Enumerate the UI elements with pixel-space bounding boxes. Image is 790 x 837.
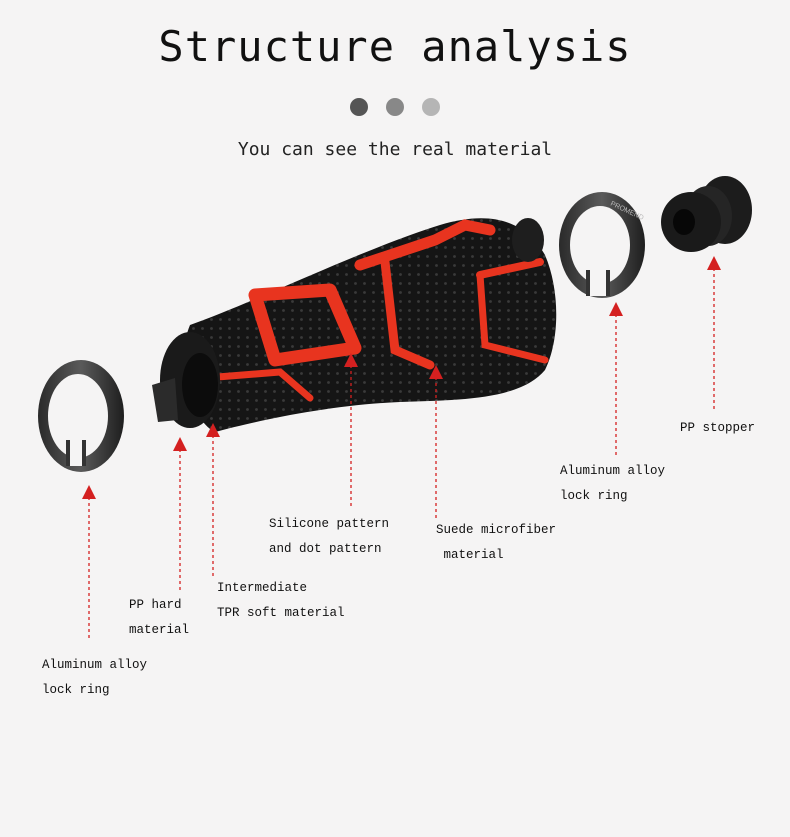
- label-right-lock-ring-line1: Aluminum alloy: [560, 464, 666, 478]
- label-pp-hard: PP hard material: [129, 593, 189, 643]
- grip-body: [152, 218, 557, 432]
- label-suede-line2: material: [436, 548, 504, 562]
- right-lock-ring: PROMEND: [559, 192, 645, 298]
- arrowhead-suede: [429, 365, 443, 379]
- label-suede-line1: Suede microfiber: [436, 523, 557, 537]
- dot-3: [422, 98, 440, 116]
- label-right-lock-ring: Aluminum alloy lock ring: [560, 459, 665, 509]
- arrowhead-pp-hard: [173, 437, 187, 451]
- arrowhead-left-lock-ring: [82, 485, 96, 499]
- page-title: Structure analysis: [158, 22, 632, 71]
- leader-arrows: [82, 256, 721, 640]
- label-silicone-line2: and dot pattern: [269, 542, 382, 556]
- arrowhead-pp-stopper: [707, 256, 721, 270]
- label-pp-hard-line2: material: [129, 623, 190, 637]
- label-left-lock-ring-line2: lock ring: [42, 683, 110, 697]
- label-pp-hard-line1: PP hard: [129, 598, 182, 612]
- page-subtitle: You can see the real material: [237, 139, 553, 160]
- label-silicone-line1: Silicone pattern: [269, 517, 390, 531]
- arrowhead-tpr: [206, 423, 220, 437]
- label-pp-stopper-line1: PP stopper: [680, 421, 756, 435]
- label-pp-stopper: PP stopper: [680, 416, 755, 441]
- label-tpr-line1: Intermediate: [217, 581, 308, 595]
- dot-2: [386, 98, 404, 116]
- label-left-lock-ring: Aluminum alloy lock ring: [42, 653, 147, 703]
- arrowhead-silicone: [344, 353, 358, 367]
- pagination-dots: [350, 98, 440, 118]
- dot-1: [350, 98, 368, 116]
- label-suede: Suede microfiber material: [436, 518, 556, 568]
- label-silicone: Silicone pattern and dot pattern: [269, 512, 389, 562]
- arrowhead-right-lock-ring: [609, 302, 623, 316]
- pp-stopper: [661, 176, 752, 252]
- label-left-lock-ring-line1: Aluminum alloy: [42, 658, 148, 672]
- label-right-lock-ring-line2: lock ring: [560, 489, 628, 503]
- label-tpr-line2: TPR soft material: [217, 606, 345, 620]
- left-lock-ring: [38, 360, 124, 472]
- label-tpr: Intermediate TPR soft material: [217, 576, 345, 626]
